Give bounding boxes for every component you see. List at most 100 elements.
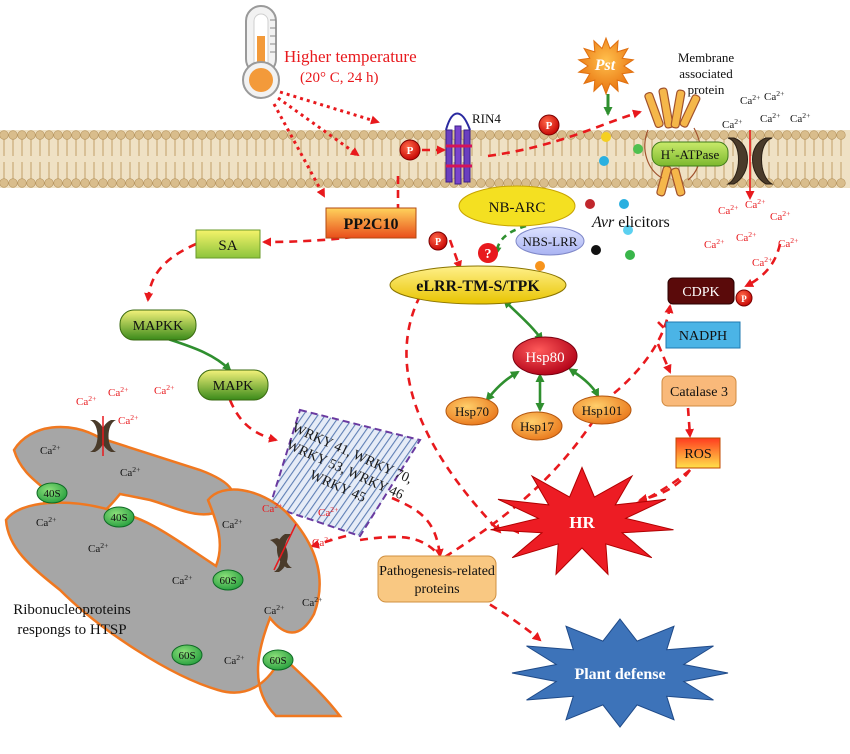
mapk-box (197, 369, 269, 401)
nb-arc-ellipse (458, 185, 576, 227)
nadph-box (665, 321, 741, 349)
plant-defense-star (511, 618, 729, 728)
phosphate-icon: P (538, 114, 560, 136)
calcium-ion-label: Ca2+ (770, 209, 790, 223)
nbs-lrr-label: NBS-LRR (523, 234, 578, 249)
phosphate-icon: P (399, 139, 421, 161)
svg-text:?: ? (485, 247, 492, 262)
pr-proteins-label-1: Pathogenesis-related (379, 564, 495, 579)
er-calcium-channel-top (90, 416, 116, 456)
calcium-ion-label: Ca2+ (88, 541, 108, 555)
sa-box (195, 229, 261, 259)
question-icon: ? (478, 243, 498, 263)
calcium-ion-label: Ca2+ (172, 573, 192, 587)
hsp17-label: Hsp17 (520, 419, 554, 434)
ribosome-60s-3: 60S (262, 649, 294, 671)
mapk-label: MAPK (213, 379, 253, 394)
svg-text:40S: 40S (43, 488, 60, 500)
rin4-protein (445, 112, 472, 185)
hsp80-ellipse (512, 336, 578, 376)
membrane-associated-protein (644, 87, 702, 197)
cdpk-box (667, 277, 735, 305)
mapkk-box (119, 309, 197, 341)
ribonucleoprotein-label-1: Ribonucleoproteins (13, 602, 131, 618)
calcium-ion-label: Ca2+ (76, 394, 96, 408)
elrr-ellipse (389, 265, 567, 305)
pp2c10-label: PP2C10 (343, 216, 398, 233)
hsp17-ellipse (511, 411, 563, 441)
calcium-ion-label: Ca2+ (790, 111, 810, 125)
calcium-ion-label: Ca2+ (222, 517, 242, 531)
sa-label: SA (218, 238, 237, 254)
calcium-ion-label: Ca2+ (760, 111, 780, 125)
calcium-ion-label: Ca2+ (262, 501, 282, 515)
membrane-protein-label-1: Membrane (678, 50, 735, 65)
hsp101-label: Hsp101 (582, 403, 622, 418)
hsp80-label: Hsp80 (525, 350, 564, 366)
calcium-ion-label: Ca2+ (722, 117, 742, 131)
calcium-ion-label: Ca2+ (318, 505, 338, 519)
svg-text:P: P (741, 294, 747, 304)
pr-proteins-box (377, 555, 497, 603)
h-atpase-box (651, 141, 729, 167)
calcium-ion-label: Ca2+ (312, 535, 332, 549)
nb-arc-label: NB-ARC (489, 200, 546, 216)
calcium-ion-label: Ca2+ (736, 230, 756, 244)
phosphate-icon: P (735, 289, 753, 307)
calcium-ion-label: Ca2+ (224, 653, 244, 667)
calcium-ion-label: Ca2+ (40, 443, 60, 457)
elrr-label: eLRR-TM-S/TPK (416, 278, 540, 295)
calcium-ion-label: Ca2+ (264, 603, 284, 617)
hsp101-ellipse (572, 395, 632, 425)
calcium-channel-icon (726, 137, 774, 185)
membrane-protein-label-3: protein (688, 82, 725, 97)
calcium-ion-label: Ca2+ (704, 237, 724, 251)
cdpk-label: CDPK (682, 285, 719, 300)
avr-elicitors-label: Avr elicitors (591, 214, 670, 231)
membrane-protein-label-2: associated (679, 66, 733, 81)
hsp70-label: Hsp70 (455, 404, 489, 419)
er-organelle-lower (4, 488, 343, 718)
ribosome-60s-1: 60S (212, 569, 244, 591)
mapkk-label: MAPKK (133, 319, 184, 334)
ribonucleoprotein-label-2: respongs to HTSP (17, 622, 126, 638)
temperature-arrows (272, 90, 380, 198)
calcium-ion-label: Ca2+ (154, 383, 174, 397)
catalase3-box (661, 375, 737, 407)
calcium-ion-label: Ca2+ (764, 89, 784, 103)
elicitor-dots (535, 132, 643, 271)
calcium-ion-label: Ca2+ (740, 93, 760, 107)
calcium-ion-label: Ca2+ (36, 515, 56, 529)
plant-defense-label: Plant defense (574, 666, 665, 683)
svg-text:40S: 40S (110, 512, 127, 524)
h-atpase-label: H+-ATPase (661, 146, 720, 162)
hsp70-ellipse (445, 396, 499, 426)
calcium-ion-label: Ca2+ (778, 236, 798, 250)
catalase3-label: Catalase 3 (670, 385, 728, 400)
pp2c10-box (325, 207, 417, 239)
calcium-ion-label: Ca2+ (302, 595, 322, 609)
calcium-ion-label: Ca2+ (752, 255, 772, 269)
ribosome-40s-1: 40S (36, 482, 68, 504)
calcium-ion-label: Ca2+ (108, 385, 128, 399)
ros-box (675, 437, 721, 469)
rin4-label: RIN4 (472, 111, 501, 126)
pst-pathogen-star (577, 36, 635, 96)
calcium-ion-label: Ca2+ (745, 197, 765, 211)
calcium-ion-labels: Ca2+Ca2+Ca2+Ca2+Ca2+Ca2+Ca2+Ca2+Ca2+Ca2+… (36, 89, 810, 667)
nadph-label: NADPH (679, 329, 727, 344)
ros-label: ROS (684, 447, 711, 462)
svg-text:60S: 60S (178, 650, 195, 662)
calcium-ion-label: Ca2+ (718, 203, 738, 217)
pr-proteins-label-2: proteins (414, 582, 459, 597)
temperature-title: Higher temperature (284, 47, 417, 66)
ribosome-60s-2: 60S (171, 644, 203, 666)
nbs-lrr-ellipse (515, 226, 585, 256)
wrky-group: WRKY 41, WRKY 70, WRKY 53, WRKY 46 WRKY … (268, 408, 422, 538)
calcium-ion-label: Ca2+ (120, 465, 140, 479)
er-calcium-channel-bottom (270, 523, 297, 572)
hr-label: HR (569, 513, 595, 532)
